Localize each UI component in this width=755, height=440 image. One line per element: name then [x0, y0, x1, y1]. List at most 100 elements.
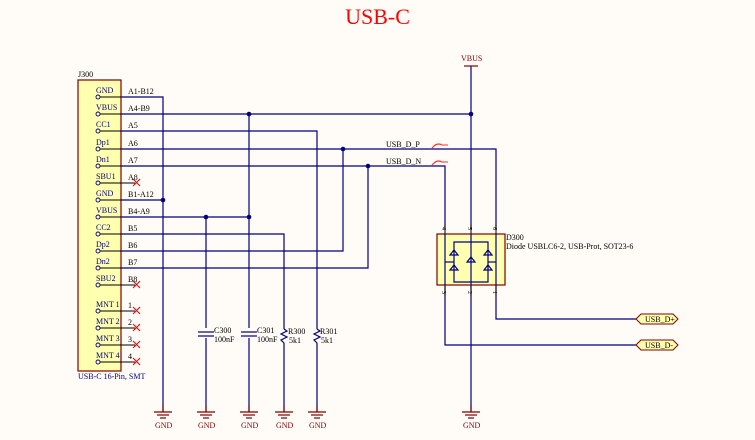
gnd-symbols: GND GND GND GND GND GND: [154, 405, 481, 430]
pin-name: Dn2: [96, 257, 110, 266]
junctions: [160, 111, 474, 220]
resistor-r301[interactable]: [312, 328, 322, 344]
connector-pin: CC2 B5: [95, 223, 137, 237]
pin-number: 2: [128, 318, 132, 327]
gnd-symbol: GND: [275, 405, 294, 430]
pin-number: A6: [128, 139, 138, 148]
pin-number: B6: [128, 241, 137, 250]
pin-number: 1: [128, 301, 132, 310]
pin-number: B8: [128, 275, 137, 284]
pin-number: 3: [128, 335, 132, 344]
wire-gnd1: [121, 96, 164, 412]
gnd-symbol: GND: [240, 405, 259, 430]
capacitor-c300[interactable]: [198, 328, 214, 338]
connector-pin: GND A1-B12: [95, 86, 154, 100]
wire-cc1: [121, 130, 318, 412]
net-label-usb-d-p: USB_D_P: [386, 140, 420, 149]
junction: [203, 214, 209, 220]
wire-d300-pin3: [444, 286, 636, 346]
d300-pin-numbers: 4 5 6 3 2 1: [440, 227, 497, 294]
d300-description: Diode USBLC6-2, USB-Prot, SOT23-6: [506, 242, 633, 251]
gnd-label: GND: [198, 421, 216, 430]
wire-cc2: [121, 233, 285, 412]
gnd-label: GND: [241, 421, 259, 430]
gnd-label: GND: [463, 421, 481, 430]
pin-number: A5: [128, 121, 138, 130]
capacitor-c301[interactable]: [241, 328, 257, 338]
pin-name: Dn1: [96, 155, 110, 164]
connector-pin: Dp1 A6: [95, 138, 138, 152]
resistor-r300[interactable]: [279, 328, 289, 344]
wire-d300-pin1: [495, 286, 636, 320]
wire-dp2: [121, 149, 344, 252]
c300-value: 100nF: [214, 335, 235, 344]
d300-pin-5: 5: [466, 227, 472, 230]
pin-name: MNT 2: [96, 317, 120, 326]
protection-diode-d300[interactable]: [436, 224, 506, 296]
pin-number: A4-B9: [128, 104, 150, 113]
pin-name: VBUS: [96, 206, 117, 215]
pin-number: B5: [128, 224, 137, 233]
pin-number: B1-A12: [128, 190, 154, 199]
junction: [246, 111, 252, 117]
connector-body[interactable]: [77, 79, 122, 372]
wire-dn2: [121, 166, 369, 269]
vbus-power-label: VBUS: [461, 54, 482, 63]
wire-dn1: [121, 165, 446, 230]
r301-designator: R301: [320, 327, 337, 336]
pin-name: CC2: [96, 223, 111, 232]
pin-name: GND: [96, 86, 114, 95]
connector-pin: GND B1-A12: [95, 189, 154, 203]
junction: [340, 146, 346, 152]
pin-name: VBUS: [96, 103, 117, 112]
port-usb-d-plus[interactable]: USB_D+: [635, 313, 679, 325]
pin-name: MNT 1: [96, 300, 120, 309]
net-label-usb-d-n: USB_D_N: [386, 157, 421, 166]
pin-name: SBU2: [96, 274, 116, 283]
connector-pin: Dn2 B7: [95, 257, 137, 271]
r300-value: 5k1: [289, 336, 301, 345]
gnd-symbol: GND: [462, 405, 481, 430]
d300-pin-4: 4: [440, 227, 446, 230]
gnd-label: GND: [276, 421, 294, 430]
c300-designator: C300: [214, 326, 231, 335]
pin-name: Dp1: [96, 138, 110, 147]
pin-name: SBU1: [96, 172, 116, 181]
port-usb-d-minus[interactable]: USB_D-: [635, 339, 679, 351]
no-connect-icon: [132, 178, 141, 187]
pin-number: 4: [128, 352, 132, 361]
port-usb-d-plus-label: USB_D+: [645, 315, 675, 324]
pin-number: A7: [128, 156, 138, 165]
no-connect-icon: [132, 340, 141, 349]
junction: [468, 111, 474, 117]
diff-pair-icon: [431, 143, 448, 166]
connector-pin: CC1 A5: [95, 120, 138, 134]
d300-pin-6: 6: [491, 227, 497, 230]
connector-designator: J300: [78, 70, 93, 79]
connector-pin: SBU2 B8: [95, 274, 141, 289]
gnd-label: GND: [309, 421, 327, 430]
pin-number: B7: [128, 258, 137, 267]
connector-pin: MNT 1 1: [95, 300, 141, 315]
pin-number: A1-B12: [128, 87, 154, 96]
gnd-label: GND: [155, 421, 173, 430]
pin-name: CC1: [96, 120, 111, 129]
c301-value: 100nF: [257, 335, 278, 344]
connector-description: USB-C 16-Pin, SMT: [78, 372, 145, 381]
no-connect-icon: [132, 357, 141, 366]
pin-name: GND: [96, 189, 114, 198]
d300-designator: D300: [506, 233, 524, 242]
d300-pin-2: 2: [466, 291, 472, 294]
junction: [160, 197, 166, 203]
connector-pin: VBUS A4-B9: [95, 103, 150, 117]
no-connect-icon: [132, 323, 141, 332]
r301-value: 5k1: [321, 336, 333, 345]
wire-dp1: [121, 148, 497, 230]
r300-designator: R300: [288, 327, 305, 336]
